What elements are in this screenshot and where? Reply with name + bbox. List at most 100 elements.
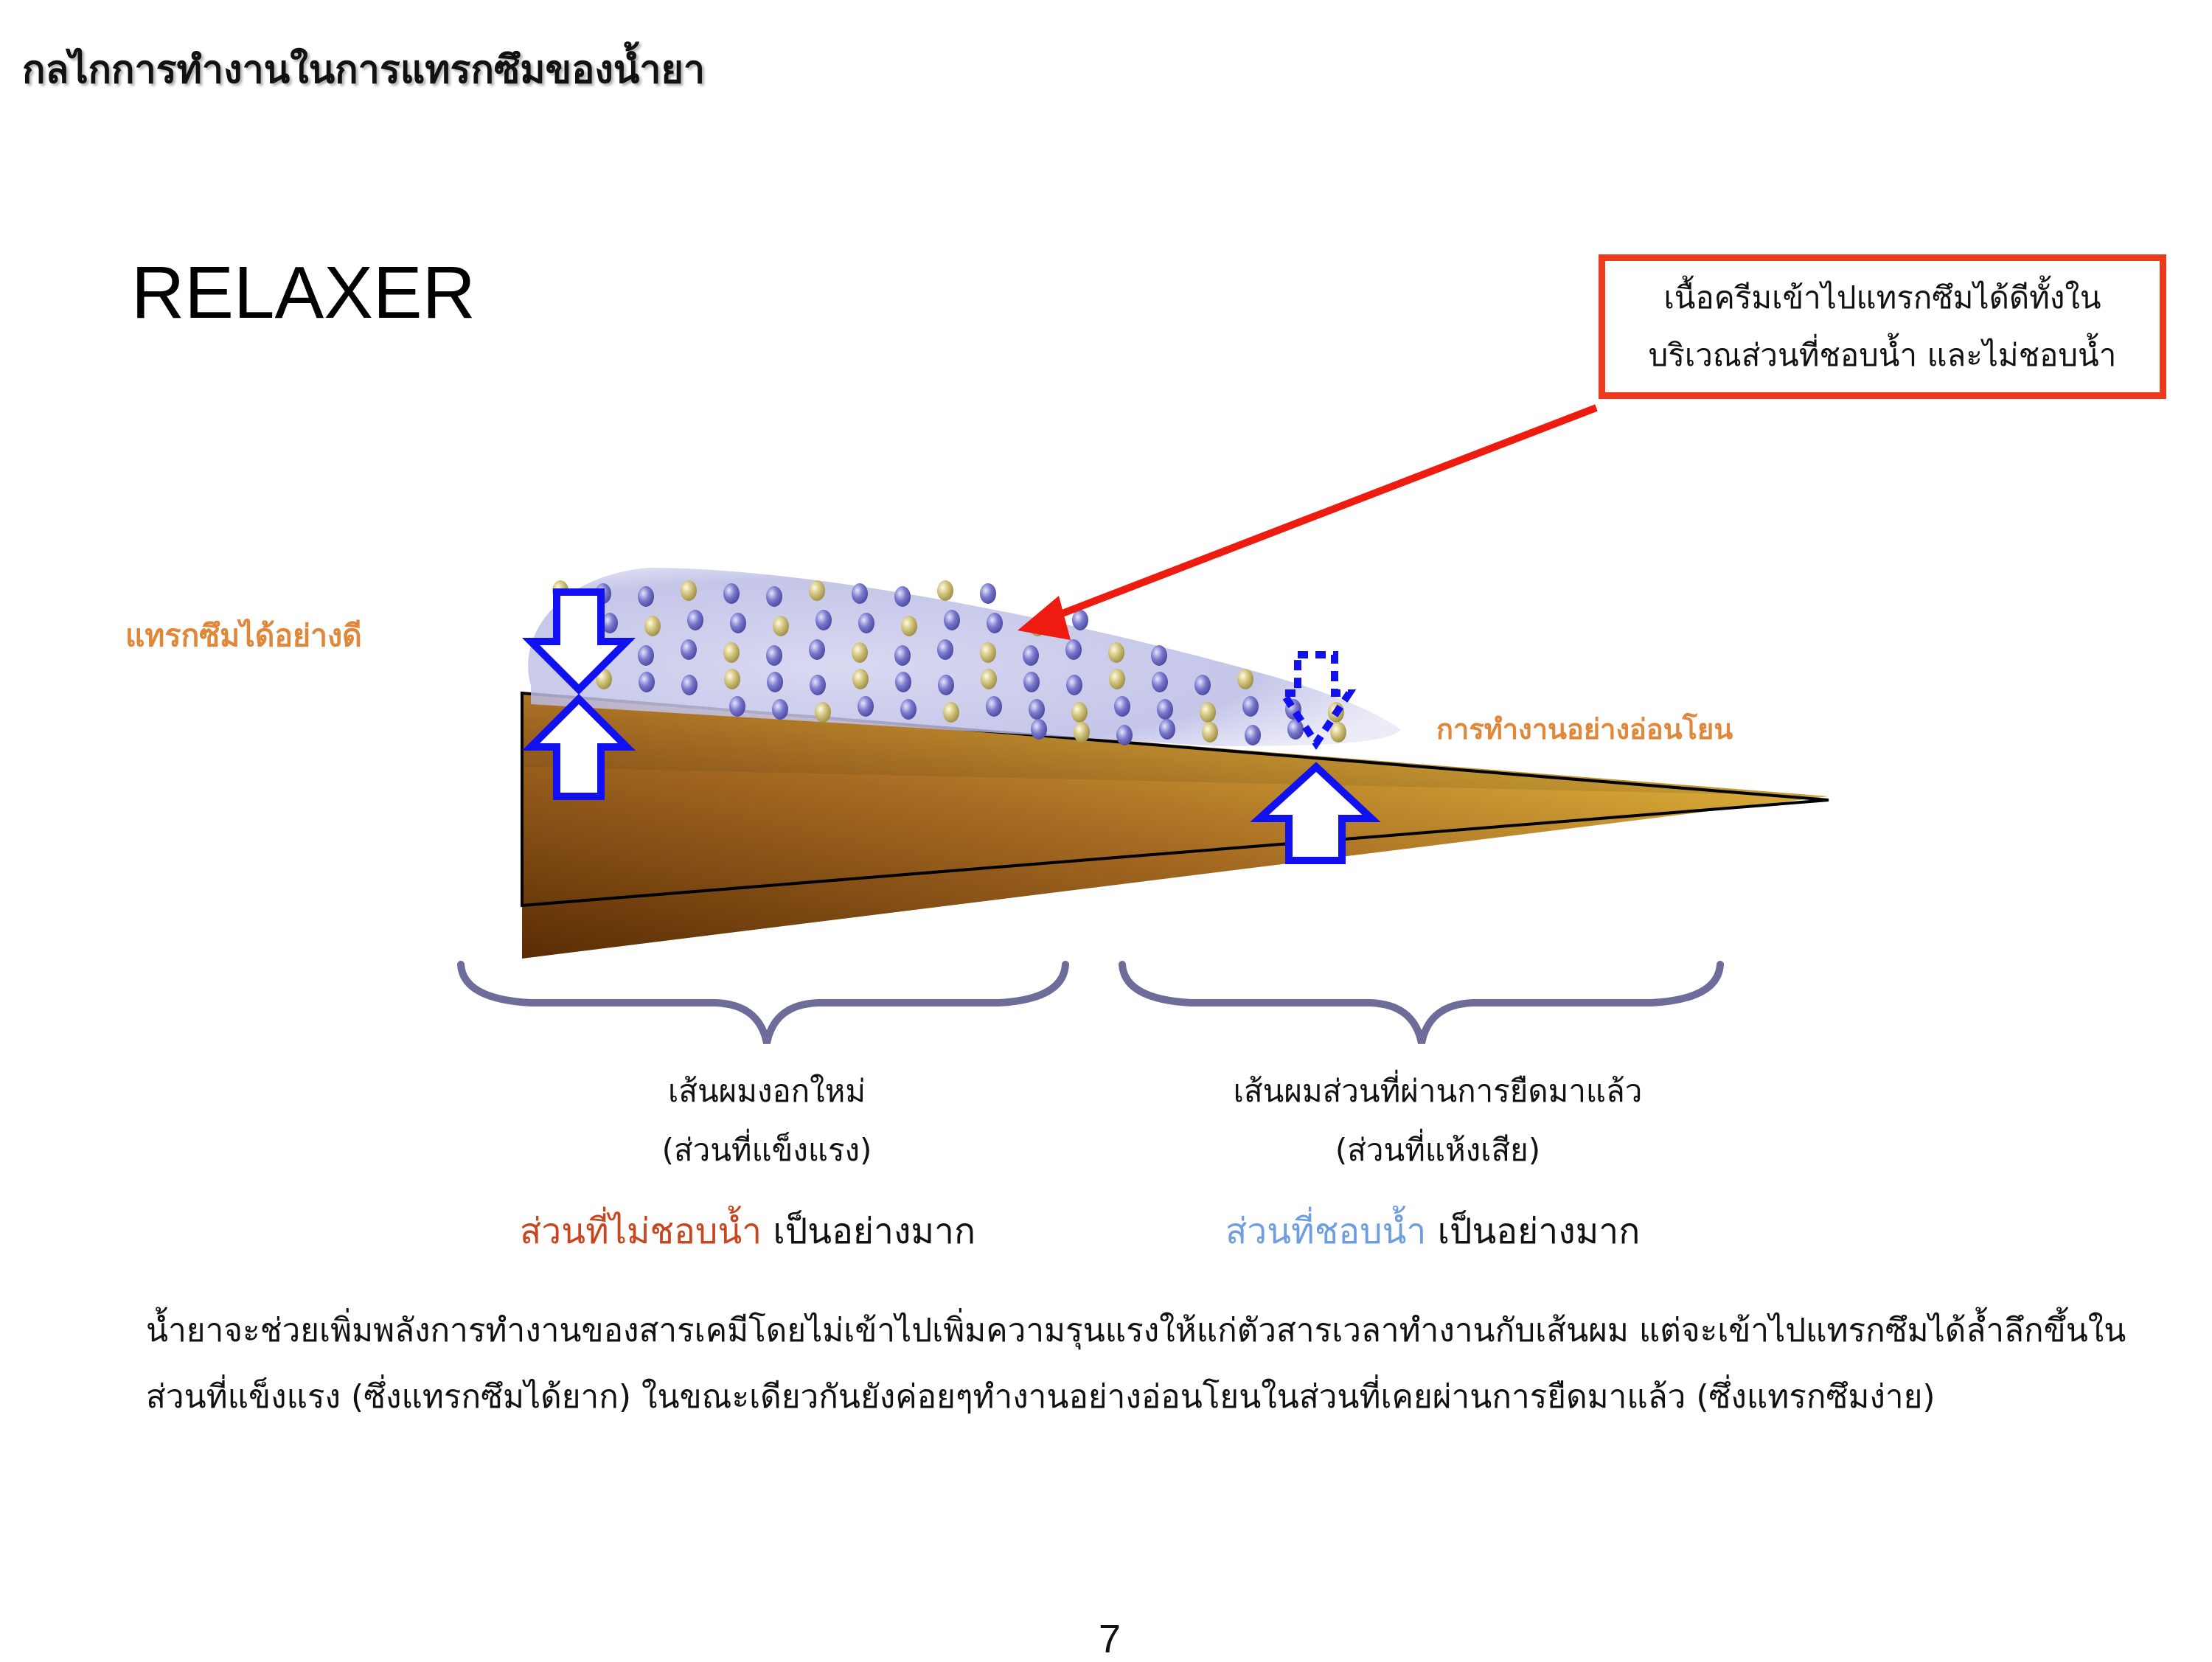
cream-bead-yellow: [773, 616, 789, 636]
cream-bead-yellow: [981, 669, 997, 689]
cream-bead-blue: [858, 696, 874, 717]
cream-bead-blue: [729, 696, 745, 717]
cream-bead-blue: [730, 613, 746, 633]
penetrates-well-label: แทรกซึมได้อย่างดี: [125, 618, 362, 653]
cream-bead-blue: [1031, 719, 1047, 740]
cream-bead-yellow: [1074, 722, 1090, 743]
page-title: กลไกการทำงานในการแทรกซึมของน้ำยา: [22, 48, 706, 92]
cream-bead-blue: [602, 613, 618, 633]
cream-bead-yellow: [1108, 642, 1124, 663]
treated-hair-line-2: (ส่วนที่แห้งเสีย): [1335, 1132, 1541, 1168]
cream-bead-blue: [1065, 639, 1082, 660]
cream-bead-yellow: [724, 669, 740, 689]
cream-bead-blue: [895, 672, 911, 692]
new-growth-caption: เส้นผมงอกใหม่ (ส่วนที่แข็งแรง): [564, 1062, 970, 1180]
cream-bead-blue: [1023, 672, 1040, 692]
cream-bead-blue: [900, 699, 917, 720]
cream-bead-blue: [1157, 699, 1173, 720]
cream-bead-blue: [809, 639, 825, 660]
hair-shaft-outline: [521, 691, 1829, 908]
left-brace: [457, 961, 1069, 1045]
cream-bead-yellow: [1071, 702, 1088, 723]
cream-bead-blue: [1159, 719, 1175, 740]
cream-bead-blue: [1066, 675, 1082, 695]
cream-bead-blue: [894, 645, 911, 666]
cream-bead-blue: [638, 586, 654, 607]
cream-bead-blue: [815, 610, 832, 630]
cream-bead-blue: [987, 613, 1003, 633]
cream-bead-yellow: [1200, 702, 1216, 723]
cream-bead-blue: [938, 675, 954, 695]
callout-line-2: บริเวณส่วนที่ชอบน้ำ และไม่ชอบน้ำ: [1648, 337, 2117, 373]
cream-bead-blue: [1023, 645, 1039, 666]
hydrophilic-statement: ส่วนที่ชอบน้ำ เป็นอย่างมาก: [1225, 1203, 1640, 1259]
down-arrow-dashed-icon: [1276, 651, 1357, 751]
up-arrow-right-icon: [1250, 762, 1381, 864]
cream-bead-blue: [1151, 645, 1167, 666]
cream-bead-blue: [681, 639, 697, 660]
cream-bead-blue: [639, 672, 655, 692]
cream-bead-blue: [1072, 610, 1088, 630]
cream-bead-blue: [1245, 725, 1261, 745]
page-number: 7: [1099, 1617, 1121, 1661]
cream-bead-blue: [1116, 725, 1133, 745]
cream-bead-blue: [852, 583, 868, 604]
callout-arrow: [1049, 404, 1598, 622]
description-paragraph: น้ำยาจะช่วยเพิ่มพลังการทำงานของสารเคมีโด…: [146, 1312, 2126, 1416]
cream-bead-yellow: [937, 580, 953, 601]
cream-bead-blue: [638, 645, 654, 666]
new-growth-line-1: เส้นผมงอกใหม่: [667, 1073, 866, 1109]
cream-bead-blue: [1152, 672, 1168, 692]
cream-bead-blue: [1287, 719, 1304, 740]
cream-bead-yellow: [852, 669, 869, 689]
hydrophilic-term: ส่วนที่ชอบน้ำ: [1225, 1211, 1427, 1252]
cream-bead-yellow: [901, 616, 917, 636]
cream-bead-yellow: [943, 702, 959, 723]
cream-bead-blue: [810, 675, 826, 695]
new-growth-line-2: (ส่วนที่แข็งแรง): [661, 1132, 872, 1168]
cream-bead-blue: [681, 675, 698, 695]
down-arrow-left-icon: [521, 588, 636, 695]
cream-bead-blue: [858, 613, 874, 633]
cream-bead-yellow: [852, 642, 868, 663]
treated-hair-line-1: เส้นผมส่วนที่ผ่านการยืดมาแล้ว: [1233, 1073, 1643, 1109]
cream-bead-yellow: [980, 642, 996, 663]
cream-bead-yellow: [1330, 722, 1346, 743]
cream-bead-blue: [723, 583, 740, 604]
cream-bead-blue: [937, 639, 953, 660]
cream-bead-yellow: [1202, 722, 1218, 743]
cream-bead-yellow: [681, 580, 697, 601]
cream-bead-blue: [1114, 696, 1130, 717]
cream-bead-yellow: [723, 642, 740, 663]
cream-bead-blue: [944, 610, 960, 630]
hydrophilic-rest: เป็นอย่างมาก: [1426, 1211, 1641, 1252]
hydrophobic-term: ส่วนที่ไม่ชอบน้ำ: [520, 1211, 762, 1252]
cream-bead-blue: [766, 586, 782, 607]
up-arrow-left-icon: [521, 693, 636, 800]
cream-bead-yellow: [815, 702, 831, 723]
cream-bead-blue: [1194, 675, 1211, 695]
cream-bead-yellow: [596, 669, 612, 689]
cream-bead-blue: [767, 672, 783, 692]
cream-bead-yellow: [1109, 669, 1125, 689]
hydrophobic-rest: เป็นอย่างมาก: [762, 1211, 976, 1252]
right-brace: [1119, 961, 1724, 1045]
cream-bead-blue: [772, 699, 788, 720]
cream-bead-blue: [687, 610, 703, 630]
callout-line-1: เนื้อครีมเข้าไปแทรกซึมได้ดีทั้งใน: [1663, 279, 2101, 316]
callout-arrow-head: [1018, 596, 1071, 640]
treated-hair-caption: เส้นผมส่วนที่ผ่านการยืดมาแล้ว (ส่วนที่แห…: [1150, 1062, 1725, 1180]
hydrophobic-statement: ส่วนที่ไม่ชอบน้ำ เป็นอย่างมาก: [520, 1203, 975, 1259]
cream-layer: [528, 568, 1402, 746]
callout-box: เนื้อครีมเข้าไปแทรกซึมได้ดีทั้งใน บริเวณ…: [1599, 254, 2166, 399]
cream-bead-blue: [986, 696, 1002, 717]
cream-bead-yellow: [809, 580, 825, 601]
cream-bead-blue: [1242, 696, 1259, 717]
cream-bead-yellow: [1237, 669, 1253, 689]
gentle-action-label: การทำงานอย่างอ่อนโยน: [1436, 713, 1733, 745]
cream-bead-blue: [980, 583, 996, 604]
cream-bead-yellow: [644, 616, 661, 636]
cream-bead-blue: [1029, 699, 1045, 720]
relaxer-heading: RELAXER: [131, 251, 476, 334]
